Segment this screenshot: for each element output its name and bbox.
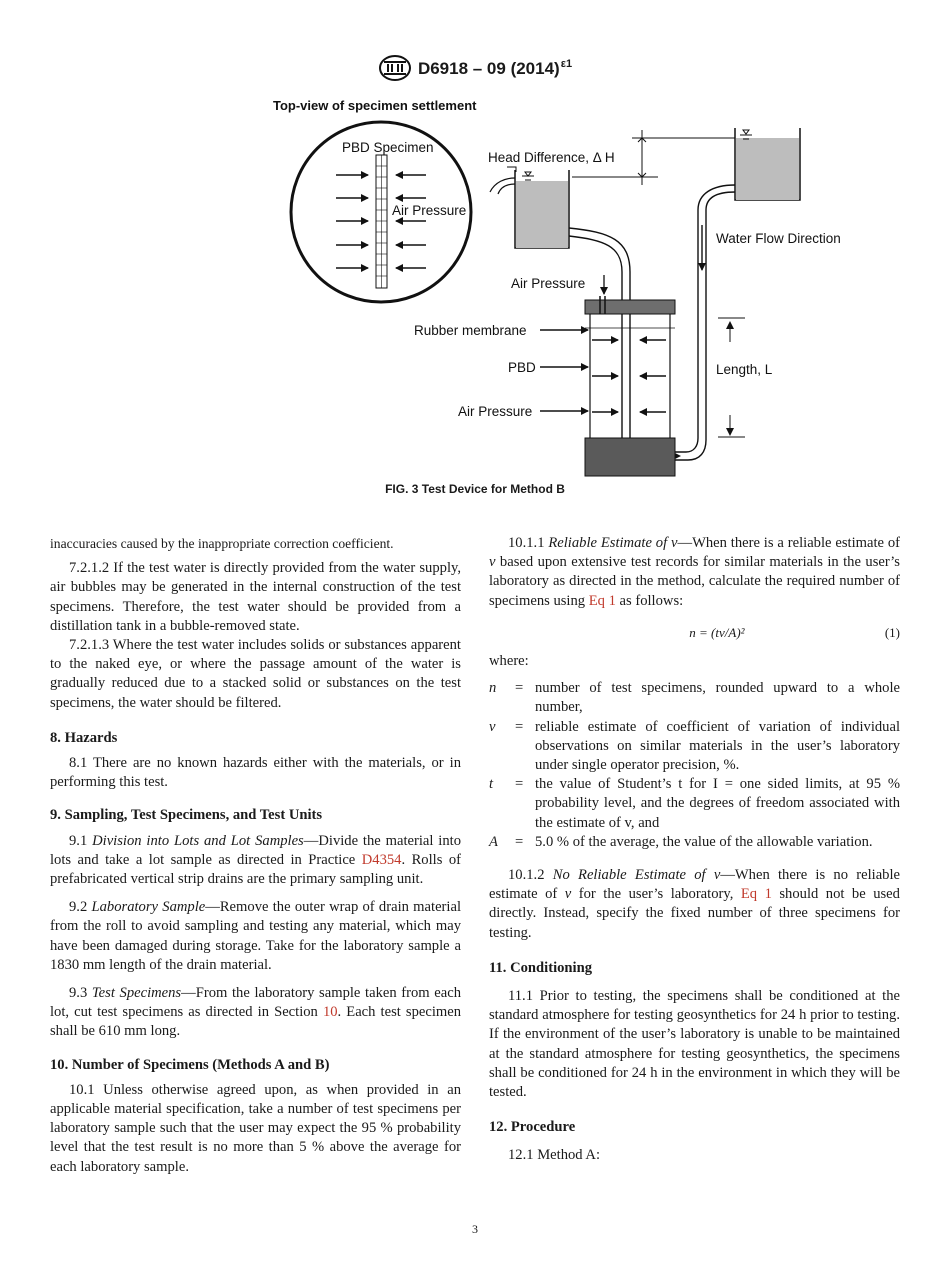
paragraph-8-1: 8.1 There are no known hazards either wi… (50, 755, 461, 791)
test-device-figure: Top-view of specimen settlement PBD Spec (273, 98, 841, 477)
paragraph-12-1: 12.1 Method A: (508, 1147, 601, 1164)
label-air-pressure-side: Air Pressure (458, 404, 532, 419)
label-length: Length, L (716, 362, 773, 377)
astm-logo-icon (378, 55, 411, 81)
paragraph-10-1-2: 10.1.2 No Reliable Estimate of v—When th… (489, 867, 901, 941)
document-designation: D6918 – 09 (2014)ε1 (417, 57, 573, 78)
paragraph-9-2: 9.2 Laboratory Sample—Remove the outer w… (50, 899, 461, 973)
equation-number: (1) (884, 624, 900, 640)
label-air-pressure-inset: Air Pressure (392, 203, 466, 218)
definition-list: n=number of test specimens, rounded upwa… (489, 679, 900, 852)
label-air-pressure-top: Air Pressure (511, 276, 585, 291)
definition-item: t=the value of Student’s t for I = one s… (489, 776, 900, 831)
length-marker (718, 317, 745, 438)
label-pbd-specimen: PBD Specimen (342, 140, 434, 155)
label-head-difference: Head Difference, Δ H (488, 150, 615, 165)
head-difference-marker (572, 130, 735, 185)
label-water-flow-direction: Water Flow Direction (716, 231, 841, 246)
paragraph-11-1: 11.1 Prior to testing, the specimens sha… (489, 988, 900, 1101)
paragraph-7-2-1-2: 7.2.1.2 If the test water is directly pr… (50, 560, 461, 634)
left-tank (489, 166, 570, 249)
where-label: where: (489, 653, 529, 670)
section-heading-8: 8. Hazards (50, 729, 118, 746)
section-heading-9: 9. Sampling, Test Specimens, and Test Un… (50, 807, 323, 824)
figure-caption: FIG. 3 Test Device for Method B (385, 482, 565, 496)
page-header: D6918 – 09 (2014)ε1 (0, 54, 950, 82)
paragraph-continuation: inaccuracies caused by the inappropriate… (50, 536, 394, 551)
topview-title: Top-view of specimen settlement (273, 98, 477, 113)
paragraph-9-1: 9.1 Division into Lots and Lot Samples—D… (50, 832, 462, 888)
link-eq-1[interactable]: Eq 1 (588, 592, 616, 609)
link-eq-1-second[interactable]: Eq 1 (740, 886, 772, 903)
pressure-cell (540, 275, 676, 477)
page-number: 3 (472, 1222, 478, 1236)
definition-item: n=number of test specimens, rounded upwa… (489, 680, 900, 716)
link-d4354[interactable]: D4354 (361, 851, 402, 868)
section-heading-11: 11. Conditioning (489, 959, 593, 976)
definition-item: A=5.0 % of the average, the value of the… (489, 833, 873, 850)
equation-expression: n = (tv/A)² (689, 624, 745, 640)
label-rubber-membrane: Rubber membrane (414, 323, 527, 338)
section-heading-10: 10. Number of Specimens (Methods A and B… (50, 1056, 330, 1073)
definition-item: v=reliable estimate of coefficient of va… (489, 718, 900, 774)
label-pbd: PBD (508, 360, 536, 375)
paragraph-9-3: 9.3 Test Specimens—From the laboratory s… (50, 985, 462, 1040)
paragraph-10-1: 10.1 Unless otherwise agreed upon, as wh… (50, 1081, 461, 1175)
topview-inset: PBD Specimen Air Pressure (289, 120, 473, 304)
right-tank (734, 128, 801, 201)
left-column: inaccuracies caused by the inappropriate… (50, 534, 461, 1177)
section-heading-12: 12. Procedure (489, 1119, 576, 1136)
link-section-10[interactable]: 10 (322, 1004, 338, 1021)
right-column: 10.1.1 Reliable Estimate of v—When there… (489, 534, 900, 1166)
paragraph-7-2-1-3: 7.2.1.3 Where the test water includes so… (50, 637, 461, 711)
equation-1: n = (tv/A)² (1) (489, 623, 900, 642)
pipes (568, 184, 736, 461)
paragraph-10-1-1: 10.1.1 Reliable Estimate of v—When there… (489, 535, 901, 609)
